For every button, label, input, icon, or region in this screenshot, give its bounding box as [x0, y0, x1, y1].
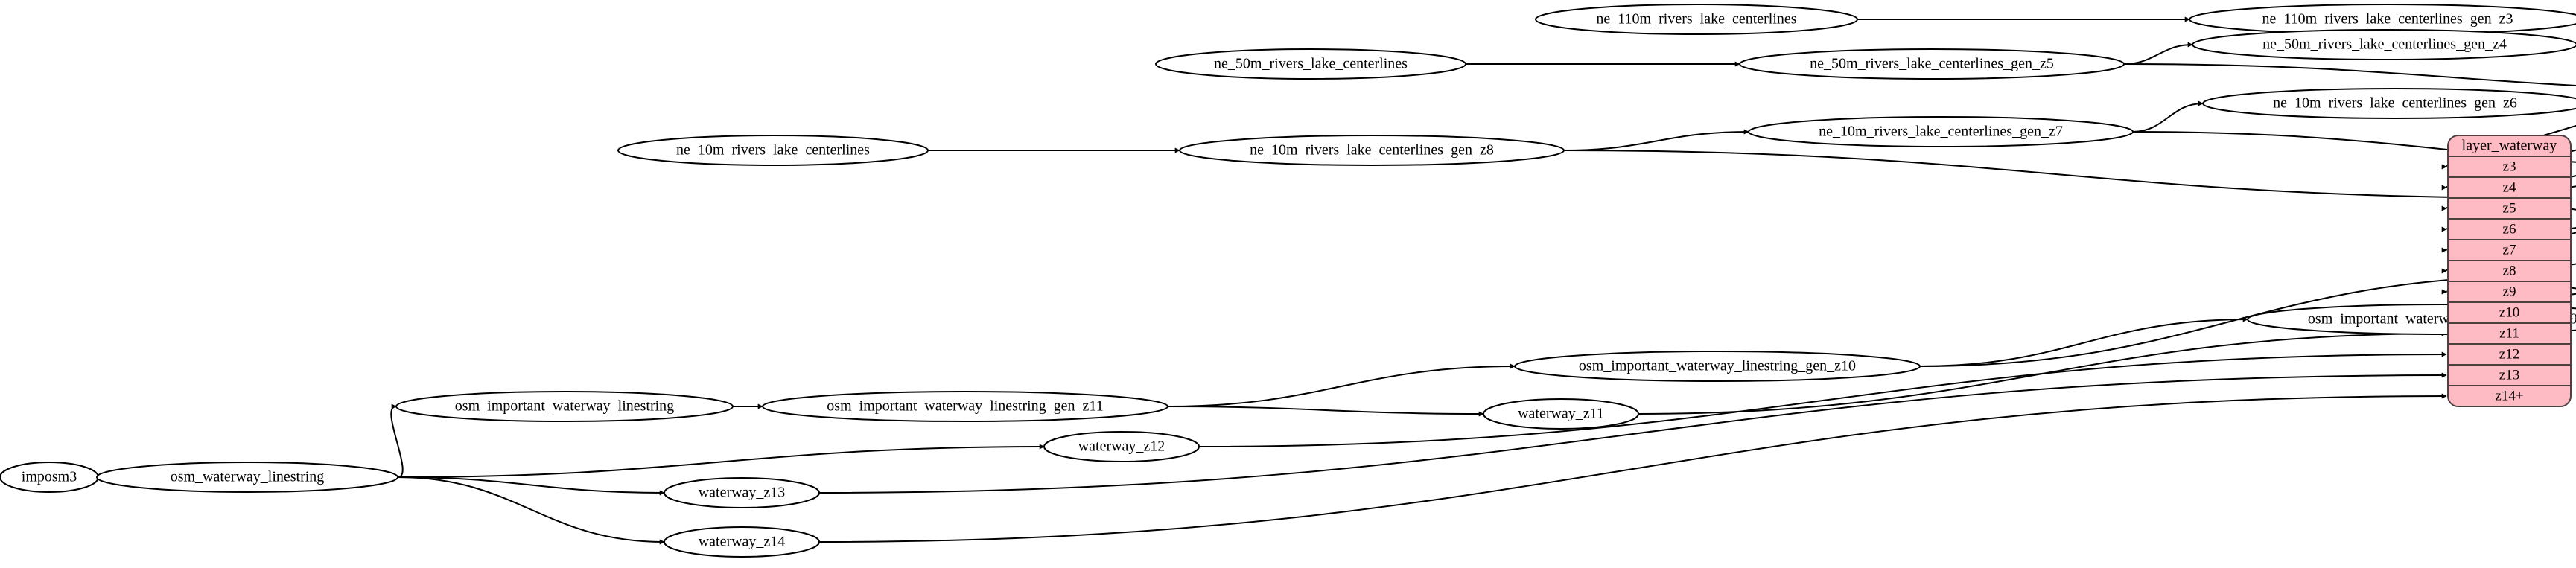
table-outer-frame	[2447, 135, 2572, 407]
graph-edge-osm_waterway_linestring-to-waterway_z12	[397, 444, 1045, 478]
node-label: osm_important_waterway_linestring_gen_z1…	[1579, 358, 1856, 374]
table-row-z6[interactable]: z6	[2448, 221, 2571, 240]
graph-node-osm_important_waterway_linestring[interactable]: osm_important_waterway_linestring	[395, 391, 734, 422]
graph-node-ne_10m_rivers_lake_centerlines_gen_z7[interactable]: ne_10m_rivers_lake_centerlines_gen_z7	[1748, 116, 2134, 147]
graph-edge-ne_10m_rivers_lake_centerlines_gen_z8-to-waterway_z8	[1563, 150, 2549, 201]
graph-node-ne_10m_rivers_lake_centerlines_gen_z8[interactable]: ne_10m_rivers_lake_centerlines_gen_z8	[1179, 135, 1565, 166]
table-row-z9[interactable]: z9	[2448, 284, 2571, 303]
graph-edge-ne_10m_rivers_lake_centerlines_gen_z7-to-ne_10m_rivers_lake_centerlines_gen_z6	[2132, 100, 2204, 133]
graph-node-waterway_z12[interactable]: waterway_z12	[1043, 431, 1200, 462]
graph-node-ne_50m_rivers_lake_centerlines[interactable]: ne_50m_rivers_lake_centerlines	[1155, 48, 1466, 80]
table-row-z7[interactable]: z7	[2448, 242, 2571, 261]
graph-node-waterway_z13[interactable]: waterway_z13	[664, 477, 820, 508]
table-cell-label: z5	[2503, 200, 2516, 216]
graph-node-waterway_z11[interactable]: waterway_z11	[1483, 398, 1639, 430]
graph-node-ne_110m_rivers_lake_centerlines[interactable]: ne_110m_rivers_lake_centerlines	[1535, 4, 1858, 35]
graph-edge-osm_important_waterway_linestring_gen_z11-to-waterway_z11	[1167, 406, 1484, 417]
node-label: ne_10m_rivers_lake_centerlines_gen_z6	[2273, 95, 2517, 112]
graph-edge-osm_important_waterway_linestring_gen_z10-to-waterway_z10	[1919, 273, 2543, 367]
layer-waterway-table[interactable]: layer_waterway z3 z4 z5 z6 z7 z8 z9 z10 z11 z12 z13…	[2447, 135, 2572, 407]
node-label: osm_important_waterway_linestring	[455, 398, 674, 415]
table-cell-label: z4	[2503, 179, 2516, 195]
table-cell-label: z11	[2499, 325, 2519, 341]
node-label: waterway_z12	[1078, 438, 1165, 455]
node-label: ne_110m_rivers_lake_centerlines_gen_z3	[2262, 11, 2513, 28]
node-ellipse	[1179, 135, 1565, 166]
graph-node-osm_important_waterway_linestring_gen_z10[interactable]: osm_important_waterway_linestring_gen_z1…	[1514, 351, 1921, 382]
graph-node-ne_50m_rivers_lake_centerlines_gen_z5[interactable]: ne_50m_rivers_lake_centerlines_gen_z5	[1739, 48, 2125, 80]
node-label: ne_50m_rivers_lake_centerlines_gen_z5	[1810, 56, 2054, 72]
node-ellipse	[2202, 88, 2576, 119]
graph-node-imposm3[interactable]: imposm3	[0, 462, 99, 493]
table-row-z11[interactable]: z11	[2448, 325, 2571, 345]
graph-edge-osm_waterway_linestring-to-waterway_z14	[397, 476, 665, 545]
node-ellipse	[1043, 431, 1200, 462]
table-row-z13[interactable]: z13	[2448, 367, 2571, 386]
table-cell-label: z14+	[2495, 388, 2523, 403]
table-cell-label: z3	[2503, 159, 2516, 174]
graph-edge-waterway_z12-to-layer_waterway-z12	[1198, 351, 2447, 447]
table-layer: layer_waterway z3 z4 z5 z6 z7 z8 z9 z10 z11 z12 z13…	[2447, 135, 2572, 407]
node-label: imposm3	[22, 469, 77, 485]
graph-edge-ne_50m_rivers_lake_centerlines_gen_z5-to-ne_50m_rivers_lake_centerlines_gen_z4	[2123, 42, 2193, 65]
graph-edge-osm_important_waterway_linestring_gen_z10-to-osm_important_waterway_linestring_gen_z9	[1919, 316, 2248, 367]
node-ellipse	[1739, 48, 2125, 80]
graph-edge-ne_50m_rivers_lake_centerlines_gen_z5-to-waterway_z5	[2123, 63, 2576, 86]
node-ellipse	[1514, 351, 1921, 382]
node-ellipse	[1483, 398, 1639, 430]
node-label: ne_110m_rivers_lake_centerlines	[1596, 11, 1796, 28]
node-label: waterway_z14	[699, 534, 786, 550]
node-ellipse	[664, 477, 820, 508]
table-row-z14+[interactable]: z14+	[2448, 388, 2571, 406]
table-cell-label: z12	[2499, 346, 2519, 362]
table-row-z4[interactable]: z4	[2448, 179, 2571, 199]
node-label: ne_50m_rivers_lake_centerlines	[1214, 56, 1408, 72]
table-header-label: layer_waterway	[2462, 138, 2557, 154]
table-cell-label: z10	[2499, 304, 2519, 320]
node-label: osm_waterway_linestring	[171, 469, 325, 485]
node-ellipse	[2192, 29, 2576, 60]
graph-edge-osm_important_waterway_linestring_gen_z11-to-osm_important_waterway_linestring_gen_z10	[1167, 363, 1516, 407]
graph-edge-ne_10m_rivers_lake_centerlines_gen_z8-to-ne_10m_rivers_lake_centerlines_gen_z7	[1563, 129, 1749, 151]
table-row-z3[interactable]: z3	[2448, 159, 2571, 178]
node-label: ne_10m_rivers_lake_centerlines_gen_z7	[1819, 124, 2063, 140]
graph-node-ne_50m_rivers_lake_centerlines_gen_z4[interactable]: ne_50m_rivers_lake_centerlines_gen_z4	[2192, 29, 2576, 60]
node-ellipse	[1535, 4, 1858, 35]
table-cell-label: z8	[2503, 263, 2516, 278]
table-row-z5[interactable]: z5	[2448, 200, 2571, 220]
graph-node-osm_important_waterway_linestring_gen_z11[interactable]: osm_important_waterway_linestring_gen_z1…	[762, 391, 1168, 422]
table-row-z10[interactable]: z10	[2448, 304, 2571, 324]
node-ellipse	[1155, 48, 1466, 80]
table-row-z12[interactable]: z12	[2448, 346, 2571, 366]
node-label: ne_10m_rivers_lake_centerlines	[676, 142, 870, 159]
table-row-z8[interactable]: z8	[2448, 263, 2571, 282]
table-cell-label: z6	[2503, 221, 2516, 237]
table-cell-label: z9	[2503, 284, 2516, 299]
node-ellipse	[1748, 116, 2134, 147]
graph-node-ne_10m_rivers_lake_centerlines_gen_z6[interactable]: ne_10m_rivers_lake_centerlines_gen_z6	[2202, 88, 2576, 119]
edge-layer	[96, 16, 2576, 545]
node-label: waterway_z11	[1518, 406, 1604, 422]
node-label: osm_important_waterway_linestring_gen_z1…	[827, 398, 1103, 415]
graph-node-ne_10m_rivers_lake_centerlines[interactable]: ne_10m_rivers_lake_centerlines	[617, 135, 929, 166]
graph-edge-osm_waterway_linestring-to-waterway_z13	[397, 476, 665, 496]
node-ellipse	[395, 391, 734, 422]
node-ellipse	[664, 526, 820, 558]
node-label: ne_50m_rivers_lake_centerlines_gen_z4	[2262, 36, 2507, 53]
graph-edge-osm_waterway_linestring-to-osm_important_waterway_linestring	[390, 403, 404, 478]
table-header-row: layer_waterway	[2448, 138, 2571, 157]
table-cell-label: z13	[2499, 367, 2519, 383]
graph-node-waterway_z14[interactable]: waterway_z14	[664, 526, 820, 558]
node-label: waterway_z13	[699, 485, 786, 501]
graph-node-osm_waterway_linestring[interactable]: osm_waterway_linestring	[96, 462, 398, 493]
node-ellipse	[96, 462, 398, 493]
node-ellipse	[617, 135, 929, 166]
node-label: ne_10m_rivers_lake_centerlines_gen_z8	[1250, 142, 1494, 159]
node-ellipse	[762, 391, 1168, 422]
graph-edge-waterway_z13-to-layer_waterway-z13	[818, 372, 2447, 494]
table-cell-label: z7	[2503, 242, 2516, 258]
graph-edge-waterway_z14-to-layer_waterway-z14+	[818, 393, 2447, 543]
